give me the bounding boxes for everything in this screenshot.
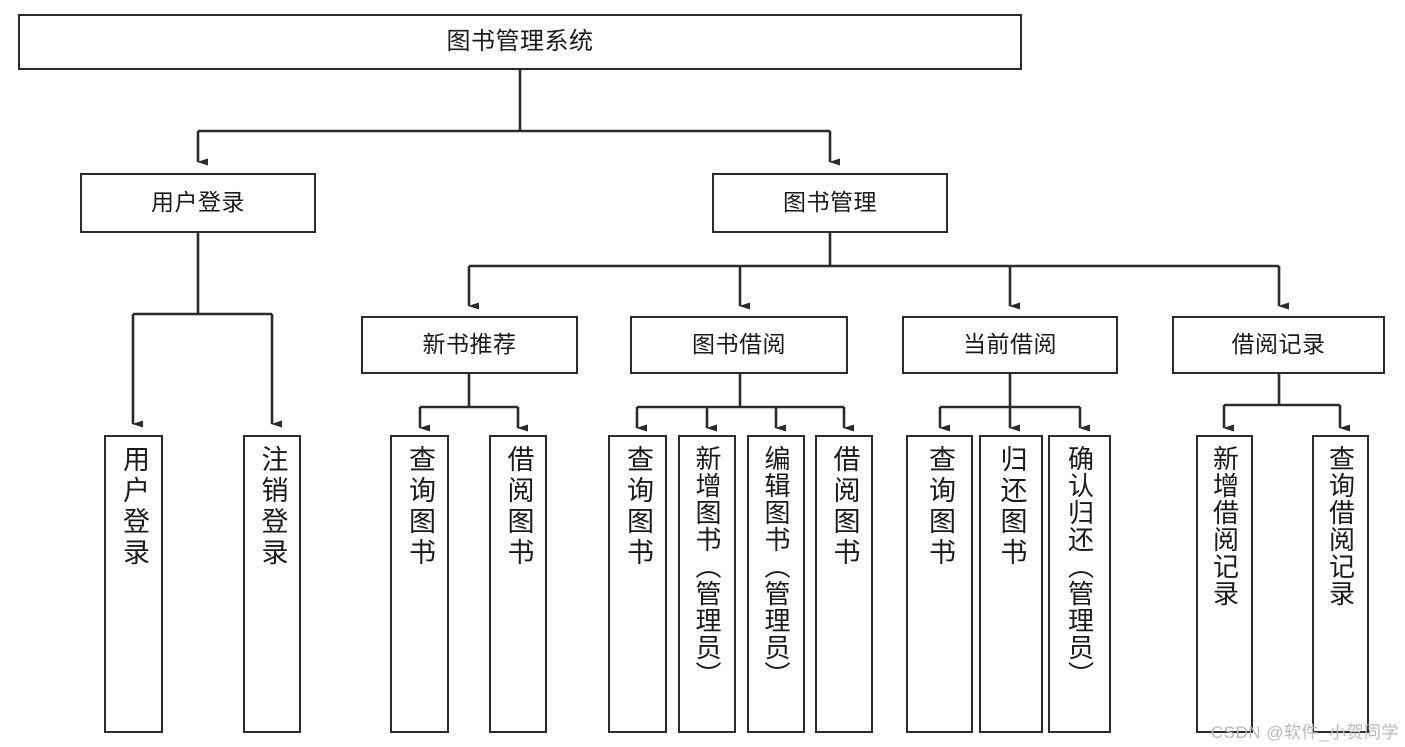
node-leaf-borrow-book-1-label: 借阅图书 bbox=[503, 445, 534, 569]
node-leaf-borrow-book-1[interactable]: 借阅图书 bbox=[489, 435, 547, 733]
node-leaf-confirm-return-admin-label: 确认归还（管理员） bbox=[1064, 445, 1095, 688]
node-leaf-user-login-label: 用户登录 bbox=[119, 445, 149, 569]
node-leaf-borrow-book-2-label: 借阅图书 bbox=[829, 445, 860, 569]
node-current-borrow-label: 当前借阅 bbox=[963, 331, 1057, 358]
node-leaf-return-book[interactable]: 归还图书 bbox=[979, 435, 1043, 733]
node-new-book-recommend[interactable]: 新书推荐 bbox=[361, 316, 578, 374]
node-leaf-borrow-book-2[interactable]: 借阅图书 bbox=[815, 435, 873, 733]
watermark-csdn: CSDN @软件_小贺同学 bbox=[1210, 723, 1399, 742]
node-root-book-management-system[interactable]: 图书管理系统 bbox=[18, 14, 1022, 70]
node-book-manage-label: 图书管理 bbox=[783, 189, 877, 216]
node-leaf-edit-book-admin[interactable]: 编辑图书（管理员） bbox=[747, 435, 805, 733]
node-leaf-edit-book-admin-label: 编辑图书（管理员） bbox=[761, 445, 791, 688]
node-book-borrow-label: 图书借阅 bbox=[692, 331, 786, 358]
node-new-book-recommend-label: 新书推荐 bbox=[422, 331, 517, 358]
node-user-login[interactable]: 用户登录 bbox=[80, 173, 316, 233]
node-leaf-add-borrow-record-label: 新增借阅记录 bbox=[1209, 445, 1240, 607]
node-leaf-query-borrow-record[interactable]: 查询借阅记录 bbox=[1312, 435, 1369, 733]
node-leaf-query-borrow-record-label: 查询借阅记录 bbox=[1325, 445, 1356, 607]
node-borrow-record-label: 借阅记录 bbox=[1231, 331, 1326, 358]
node-leaf-query-book-2-label: 查询图书 bbox=[623, 445, 653, 569]
node-leaf-logout-login[interactable]: 注销登录 bbox=[243, 435, 301, 733]
node-root-label: 图书管理系统 bbox=[446, 27, 594, 55]
node-leaf-query-book-2[interactable]: 查询图书 bbox=[608, 435, 667, 733]
node-leaf-query-book-1[interactable]: 查询图书 bbox=[390, 435, 449, 733]
node-leaf-logout-login-label: 注销登录 bbox=[257, 445, 288, 569]
node-leaf-query-book-1-label: 查询图书 bbox=[405, 445, 435, 569]
node-leaf-add-book-admin-label: 新增图书（管理员） bbox=[692, 445, 722, 688]
node-current-borrow[interactable]: 当前借阅 bbox=[902, 316, 1118, 374]
node-leaf-user-login[interactable]: 用户登录 bbox=[104, 435, 163, 733]
node-leaf-return-book-label: 归还图书 bbox=[996, 445, 1027, 569]
node-borrow-record[interactable]: 借阅记录 bbox=[1172, 316, 1385, 374]
node-book-borrow[interactable]: 图书借阅 bbox=[630, 316, 848, 374]
node-leaf-add-book-admin[interactable]: 新增图书（管理员） bbox=[678, 435, 736, 733]
node-leaf-query-book-3[interactable]: 查询图书 bbox=[906, 435, 973, 733]
node-leaf-confirm-return-admin[interactable]: 确认归还（管理员） bbox=[1048, 435, 1111, 733]
node-leaf-add-borrow-record[interactable]: 新增借阅记录 bbox=[1196, 435, 1253, 733]
node-book-manage[interactable]: 图书管理 bbox=[712, 173, 948, 233]
node-leaf-query-book-3-label: 查询图书 bbox=[925, 445, 955, 569]
node-user-login-label: 用户登录 bbox=[151, 189, 245, 216]
